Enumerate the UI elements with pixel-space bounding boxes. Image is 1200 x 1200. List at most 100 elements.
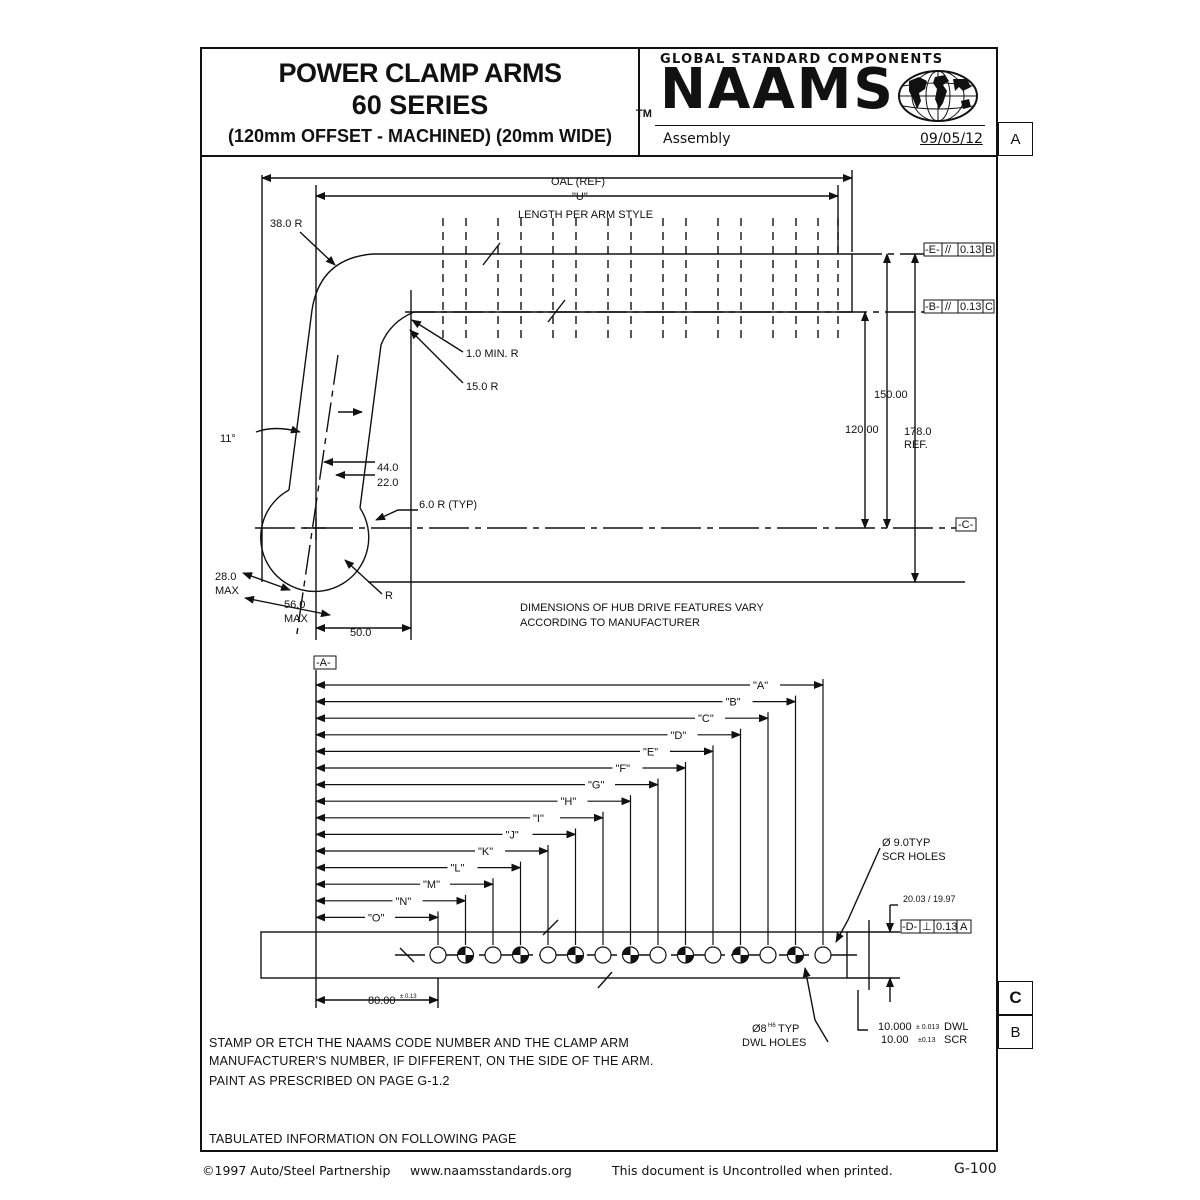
dim-28-label: 28.0: [215, 571, 236, 583]
datum-b: -B-: [925, 301, 940, 313]
tab-a[interactable]: A: [998, 122, 1033, 156]
dim-label: "H": [561, 796, 577, 808]
dim-m: "M": [315, 877, 494, 945]
ref-b: C: [985, 301, 993, 313]
screw-hole: [429, 946, 447, 964]
dim-label: "B": [726, 697, 741, 709]
dim-label: "E": [643, 746, 658, 758]
dim-10b-tol: ±0.13: [918, 1037, 936, 1044]
title-line-3: (120mm OFFSET - MACHINED) (20mm WIDE): [227, 126, 613, 146]
dim-10b: 10.00: [881, 1034, 909, 1046]
brand-tagline: GLOBAL STANDARD COMPONENTS: [660, 52, 944, 67]
trademark: TM: [636, 108, 652, 120]
paint-note: PAINT AS PRESCRIBED ON PAGE G-1.2: [209, 1074, 450, 1088]
screw-hole: [814, 946, 832, 964]
radius-15-label: 15.0 R: [466, 381, 498, 393]
dowel-hole: [621, 946, 640, 964]
tabulated-note: TABULATED INFORMATION ON FOLLOWING PAGE: [209, 1132, 517, 1146]
dim-i: "I": [315, 810, 604, 945]
dim-10a-tol: ± 0.013: [916, 1024, 939, 1031]
header-rule: [655, 125, 985, 126]
u-label: "U": [572, 191, 588, 203]
dim-n: "N": [315, 893, 467, 945]
dowel-hole: [676, 946, 695, 964]
fcf-b: -B- // 0.13 C: [923, 299, 995, 314]
drawing-frame: [200, 47, 998, 1152]
datum-a: -A-: [316, 657, 331, 669]
dowel-hole: [731, 946, 750, 964]
fcf-d: -D- ⊥ 0.13 A: [900, 919, 972, 934]
dim-label: "J": [506, 829, 519, 841]
fcf-e: -E- // 0.13 B: [923, 242, 995, 257]
dowel-hole: [456, 946, 475, 964]
header-divider: [200, 155, 998, 157]
footer-url[interactable]: www.naamsstandards.org: [410, 1163, 572, 1178]
dim-44-label: 44.0: [377, 462, 398, 474]
hub-note-1: DIMENSIONS OF HUB DRIVE FEATURES VARY: [520, 602, 765, 614]
datum-d: -D-: [902, 921, 918, 933]
dwl-holes-label: DWL HOLES: [742, 1037, 806, 1049]
dim-178-label: 178.0: [904, 426, 932, 438]
parallel-icon: //: [945, 301, 952, 313]
dim-j: "J": [315, 827, 577, 945]
title-line-2: 60 SERIES: [351, 90, 489, 120]
dimension-lines: "A" "B" "C""D" "E" "F" "G" "H" "I" "J" "K" "L" "M""…: [315, 678, 824, 945]
dim-label: "I": [533, 813, 544, 825]
dim-label: "G": [588, 780, 604, 792]
radius-6-label: 6.0 R (TYP): [419, 499, 477, 511]
datum-e: -E-: [925, 244, 940, 256]
tol-d: 0.13: [936, 921, 957, 933]
dim-10a: 10.000: [878, 1021, 912, 1033]
dim-c: "C": [315, 711, 769, 945]
dowel-hole: [786, 946, 805, 964]
revision-date: 09/05/12: [920, 131, 983, 147]
header-vertical-divider: [638, 47, 640, 155]
footer-uncontrolled: This document is Uncontrolled when print…: [612, 1163, 893, 1178]
dim-label: "F": [616, 763, 631, 775]
tab-b[interactable]: B: [998, 1015, 1033, 1049]
dim-label: "K": [478, 846, 493, 858]
scr-dia-label: Ø 9.0TYP: [882, 837, 930, 849]
dim-g: "G": [315, 777, 659, 945]
dim-label: "N": [396, 896, 412, 908]
angle-label: 11°: [220, 433, 236, 445]
footer-copyright: ©1997 Auto/Steel Partnership: [202, 1163, 391, 1178]
ref-d: A: [960, 921, 968, 933]
dim-10b-label: SCR: [944, 1034, 967, 1046]
radius-1-label: 1.0 MIN. R: [466, 348, 519, 360]
title-line-1: POWER CLAMP ARMS: [278, 58, 562, 88]
brand-logo-text: NAAMS: [660, 57, 895, 122]
screw-hole: [759, 946, 777, 964]
radius-38-label: 38.0 R: [270, 218, 302, 230]
dwl-fit-label: H6: [768, 1023, 776, 1029]
dowel-hole: [511, 946, 530, 964]
max-label-2: MAX: [284, 613, 309, 625]
dowel-hole: [566, 946, 585, 964]
screw-hole: [649, 946, 667, 964]
dim-a: "A": [315, 678, 824, 945]
dim-d: "D": [315, 727, 742, 945]
screw-hole: [539, 946, 557, 964]
ref-label: REF.: [904, 439, 928, 451]
dim-10a-label: DWL: [944, 1021, 968, 1033]
tab-c[interactable]: C: [998, 981, 1033, 1015]
max-label-1: MAX: [215, 585, 240, 597]
dim-f: "F": [315, 761, 687, 945]
perpendicular-icon: ⊥: [922, 921, 932, 933]
globe-icon: [898, 70, 978, 122]
datum-c: -C-: [958, 519, 974, 531]
length-note: LENGTH PER ARM STYLE: [518, 209, 653, 221]
hub-note-2: ACCORDING TO MANUFACTURER: [520, 617, 700, 629]
dim-label: "A": [753, 680, 768, 692]
screw-hole: [704, 946, 722, 964]
view-label: Assembly: [663, 131, 731, 147]
dim-label: "O": [368, 912, 384, 924]
r-label: R: [385, 590, 393, 602]
dim-e: "E": [315, 744, 714, 945]
tol-b: 0.13: [960, 301, 981, 313]
dim-label: "D": [671, 730, 687, 742]
dim-label: "L": [451, 863, 465, 875]
parallel-icon: //: [945, 244, 952, 256]
dim-150-label: 150.00: [874, 389, 908, 401]
